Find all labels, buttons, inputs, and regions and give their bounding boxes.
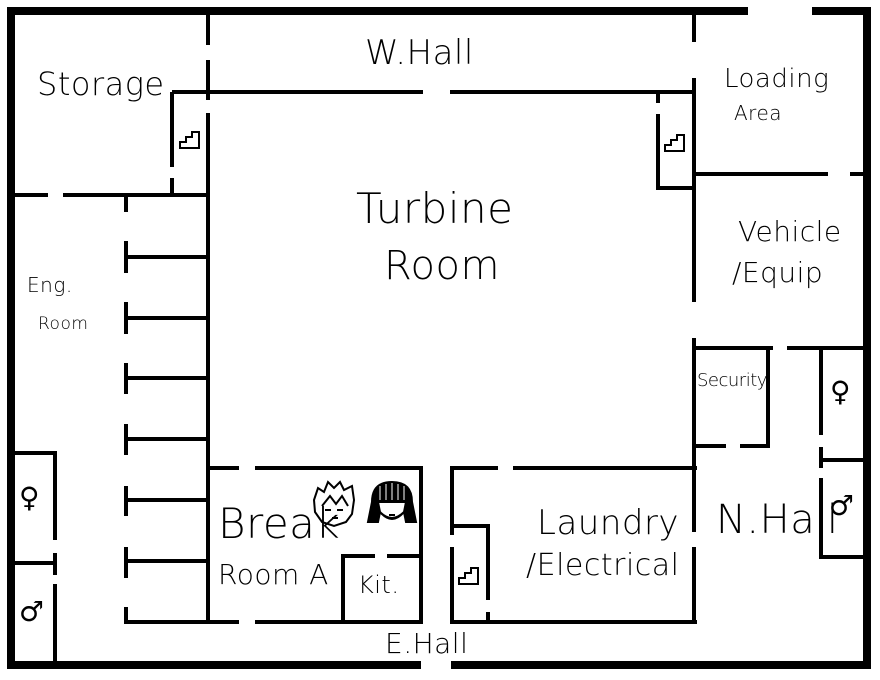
room-label-laundry: Laundry xyxy=(537,503,680,543)
room-label-storage: Storage xyxy=(37,65,165,103)
interior-walls xyxy=(11,15,867,665)
room-label-room-a: Room A xyxy=(218,558,329,591)
room-label-electrical: /Electrical xyxy=(526,548,680,583)
stairs-icon xyxy=(458,567,479,585)
stairs-icon xyxy=(179,131,200,149)
female-restroom-icon: ♀ xyxy=(830,375,851,408)
room-label-turbine: Turbine xyxy=(356,184,514,233)
character-doodles xyxy=(312,480,418,528)
room-label-break: Break xyxy=(218,499,341,548)
room-label-kitchen: Kit. xyxy=(358,571,400,599)
room-label-turbine-room: Room xyxy=(384,243,500,289)
room-label-equip: /Equip xyxy=(732,256,824,289)
room-label-e-hall: E.Hall xyxy=(385,627,469,660)
room-label-loading-area: Area xyxy=(734,101,783,125)
female-restroom-icon: ♀ xyxy=(19,481,40,514)
stairs-icons xyxy=(179,131,685,585)
room-label-security: Security xyxy=(697,370,767,391)
long-hair-character-icon xyxy=(366,480,418,523)
stairs-icon xyxy=(664,134,685,152)
room-label-eng: Eng. xyxy=(27,273,73,297)
spiky-hair-character-icon xyxy=(312,480,356,528)
room-label-n-hall: N.Hall xyxy=(716,497,839,543)
room-label-eng-room: Room xyxy=(38,314,89,334)
room-label-vehicle: Vehicle xyxy=(738,215,842,248)
male-restroom-icon: ♂ xyxy=(829,489,855,522)
room-label-loading: Loading xyxy=(724,64,830,94)
room-label-w-hall: W.Hall xyxy=(365,33,474,73)
male-restroom-icon: ♂ xyxy=(19,595,45,628)
